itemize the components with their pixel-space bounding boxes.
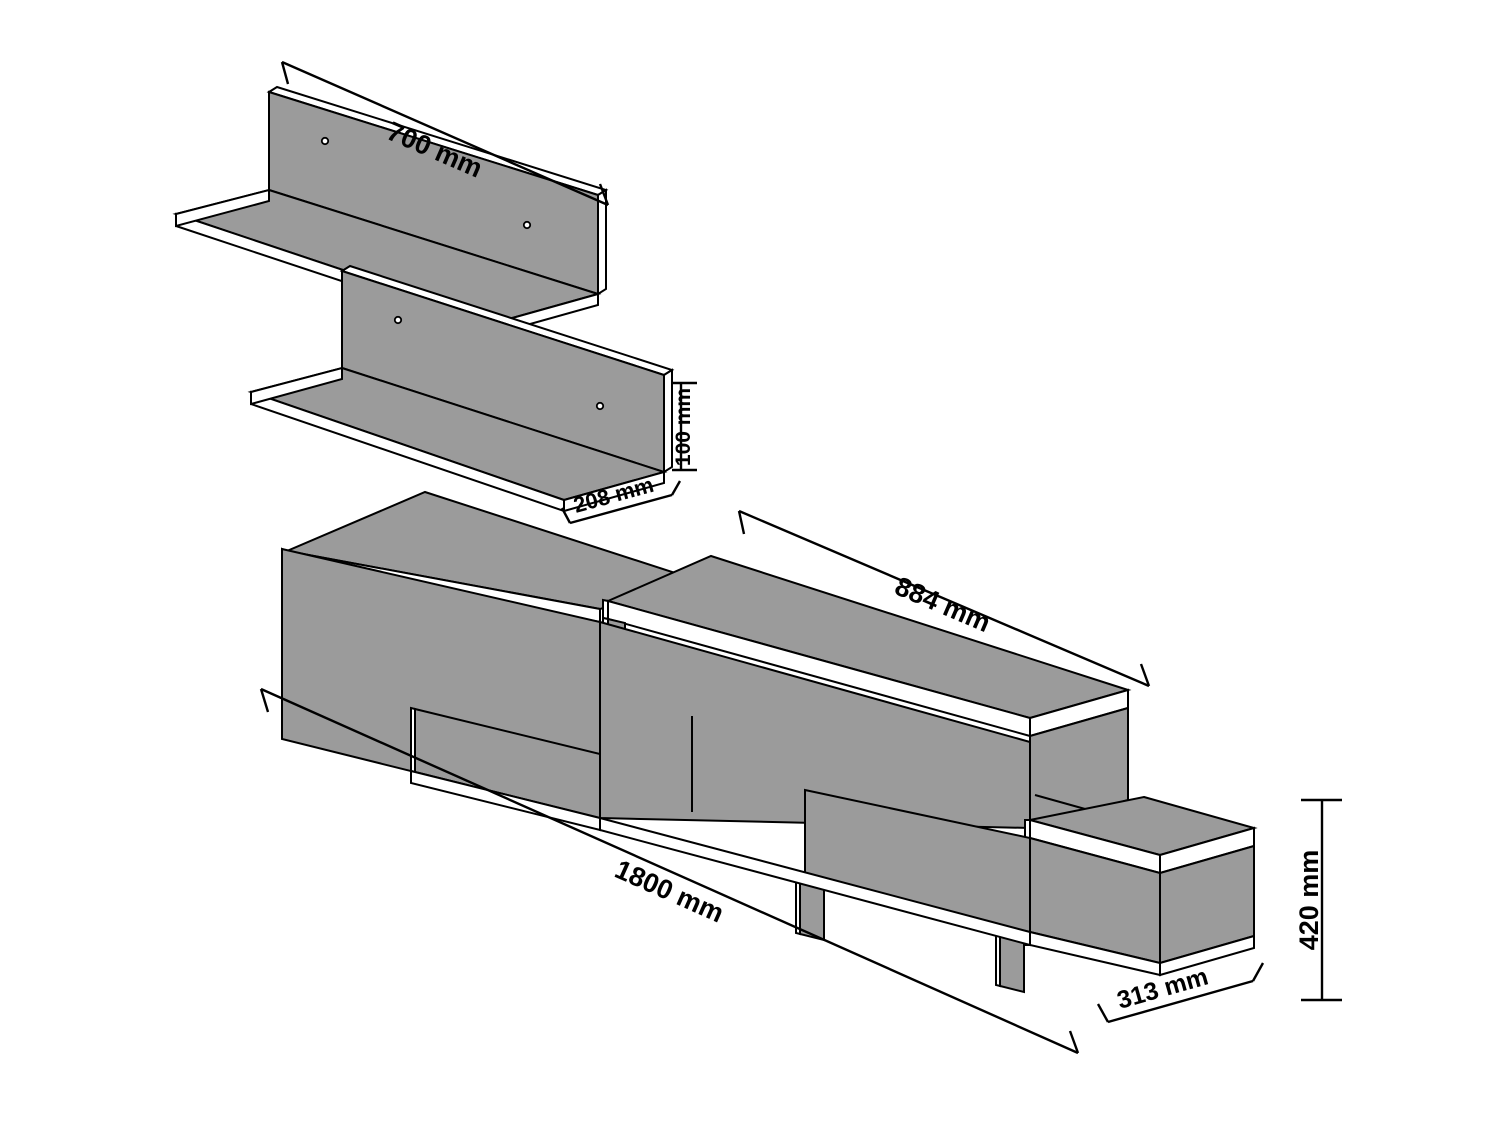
upper-shelf-left-end-edge <box>175 188 270 228</box>
dim-884-tick-left <box>737 510 746 535</box>
dim-208-line <box>569 493 673 525</box>
dimension-label-420mm: 420 mm <box>1294 850 1324 951</box>
lower-shelf-left-end-edge <box>250 366 343 406</box>
dimension-label-100mm: 100 mm <box>672 388 695 466</box>
dimension-313mm: 313 mm <box>1096 962 1265 1024</box>
dimension-100mm: 100 mm <box>672 381 697 472</box>
tv-unit <box>281 490 1258 994</box>
tv-left-compartment-left-edge <box>410 706 416 774</box>
tv-middle-bottom-edge <box>599 816 1031 947</box>
mounting-hole-icon <box>320 136 330 146</box>
tv-right-block-side-bottom-edge <box>1159 934 1255 977</box>
dim-700-line <box>281 60 609 207</box>
dim-208-tick-left <box>560 507 572 524</box>
dimension-label-1800mm: 1800 mm <box>611 854 729 928</box>
mounting-hole-icon <box>595 401 605 411</box>
lower-shelf-right-end-edge <box>563 470 665 513</box>
dim-1800-line <box>260 687 1079 1055</box>
dim-884-tick-right <box>1139 663 1151 687</box>
dimension-420mm: 420 mm <box>1294 798 1342 1002</box>
dim-313-tick-left <box>1096 1003 1110 1023</box>
lower-shelf-back-right-edge <box>663 368 673 474</box>
dim-313-line <box>1107 979 1254 1024</box>
mounting-hole-icon <box>522 220 532 230</box>
dim-700-tick-right <box>598 183 610 206</box>
dim-208-tick-right <box>670 480 682 496</box>
dim-884-line <box>738 509 1150 688</box>
dim-1800-tick-left <box>259 688 270 713</box>
mounting-hole-icon <box>393 315 403 325</box>
upper-shelf-back-right-edge <box>597 188 607 296</box>
dim-700-tick-left <box>280 61 290 85</box>
dim-313-tick-right <box>1251 962 1265 982</box>
tv-deck-left-end-edge <box>602 598 609 621</box>
lower-wall-shelf <box>247 264 675 513</box>
dim-1800-tick-right <box>1068 1030 1080 1054</box>
